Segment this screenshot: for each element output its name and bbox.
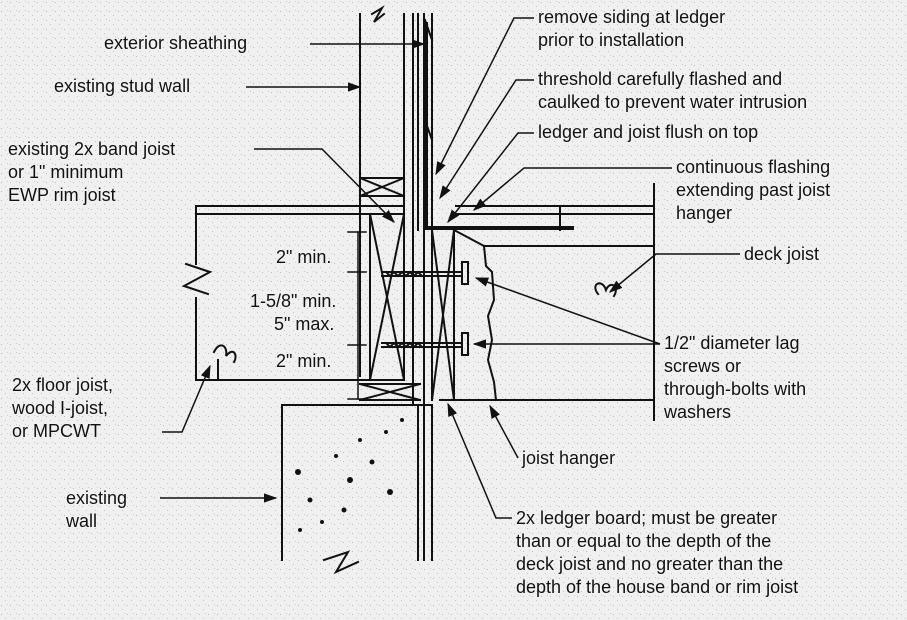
label-threshold: threshold carefully flashed and caulked … [538, 69, 808, 112]
leader-remove-siding [435, 17, 534, 176]
stud-wall [358, 5, 414, 406]
lag-screws [381, 261, 469, 356]
label-existing-stud-wall: existing stud wall [54, 76, 191, 96]
dim-spacing-min: 1-5/8" min. [250, 291, 337, 311]
dimension-lines [347, 231, 367, 400]
leader-band-joist [254, 148, 395, 223]
continuous-flashing [424, 22, 574, 230]
leader-joist-hanger [489, 404, 519, 459]
band-joist [358, 212, 422, 402]
leader-ledger-board [447, 402, 512, 519]
label-remove-siding: remove siding at ledger prior to install… [538, 7, 726, 50]
label-existing-wall: existing wall [66, 488, 128, 531]
label-ledger-board: 2x ledger board; must be greater than or… [516, 508, 799, 597]
ledger-board [430, 228, 456, 402]
label-continuous-flashing: continuous flashing extending past joist… [676, 157, 831, 223]
deck-joist-hanger [439, 183, 655, 421]
dim-spacing-max: 5" max. [274, 314, 335, 334]
leader-flashing [472, 167, 672, 211]
concrete-aggregate [295, 418, 404, 532]
label-ledger-flush: ledger and joist flush on top [538, 122, 759, 142]
leader-ledger-flush [447, 132, 534, 224]
label-floor-joist: 2x floor joist, wood I-joist, or MPCWT [12, 375, 114, 441]
label-exterior-sheathing: exterior sheathing [104, 33, 248, 53]
leader-deck-joist [608, 253, 740, 293]
label-deck-joist: deck joist [744, 244, 820, 264]
leader-lag-screw-top [474, 277, 661, 345]
label-joist-hanger: joist hanger [522, 448, 616, 468]
dim-top-min: 2" min. [276, 247, 332, 267]
leader-threshold [439, 79, 534, 200]
label-lag-screws: 1/2" diameter lag screws or through-bolt… [664, 333, 807, 422]
dim-bottom-min: 2" min. [276, 351, 332, 371]
foundation-wall [281, 404, 419, 575]
leader-floor-joist [162, 364, 211, 433]
label-band-joist: existing 2x band joist or 1" minimum EWP… [8, 139, 176, 205]
